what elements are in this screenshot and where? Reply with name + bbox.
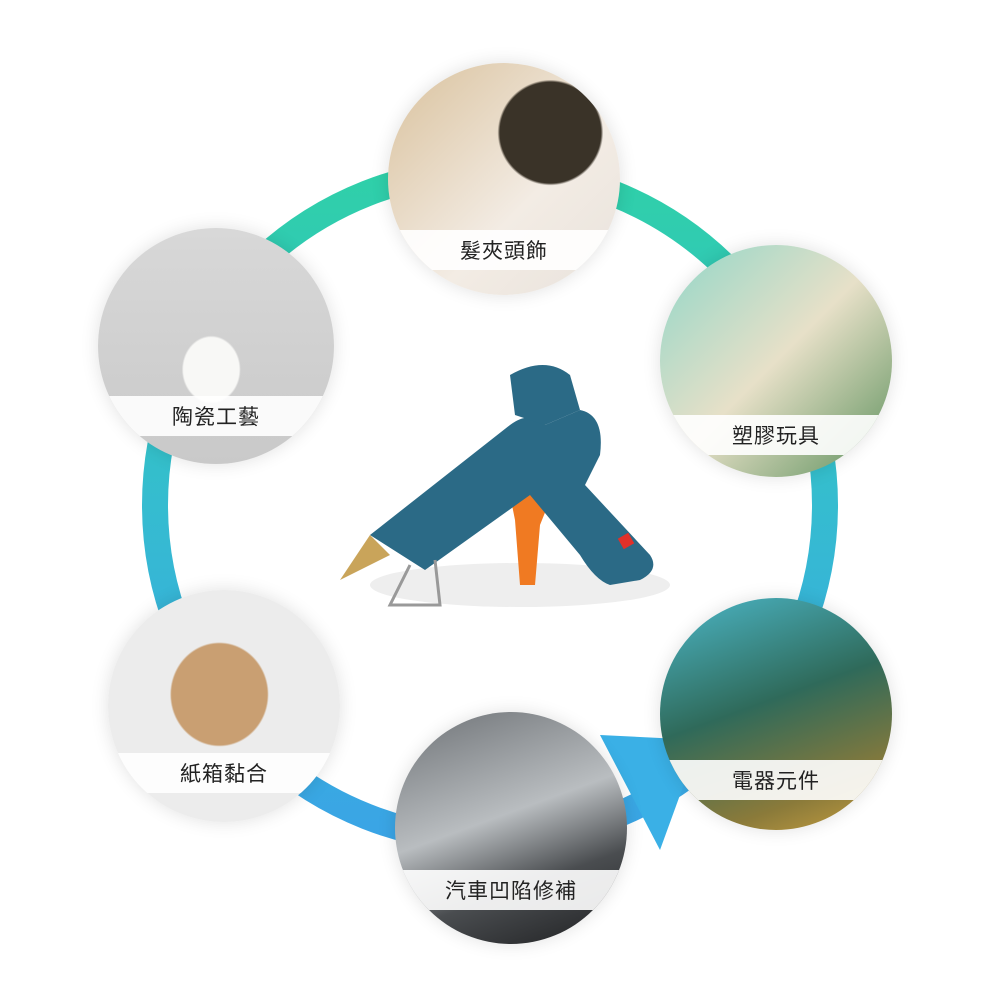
application-hairpin: 髮夾頭飾 (388, 63, 620, 295)
application-electronics: 電器元件 (660, 598, 892, 830)
application-plastic-toys: 塑膠玩具 (660, 245, 892, 477)
application-label: 陶瓷工藝 (98, 396, 334, 436)
application-car-dent: 汽車凹陷修補 (395, 712, 627, 944)
application-label: 紙箱黏合 (108, 753, 340, 793)
application-carton: 紙箱黏合 (108, 590, 340, 822)
application-label: 髮夾頭飾 (388, 230, 620, 270)
application-label: 塑膠玩具 (660, 415, 892, 455)
application-ceramics: 陶瓷工藝 (98, 228, 334, 464)
application-label: 汽車凹陷修補 (395, 870, 627, 910)
glue-gun-image (340, 365, 670, 607)
power-switch-icon (617, 532, 635, 550)
application-label: 電器元件 (660, 760, 892, 800)
